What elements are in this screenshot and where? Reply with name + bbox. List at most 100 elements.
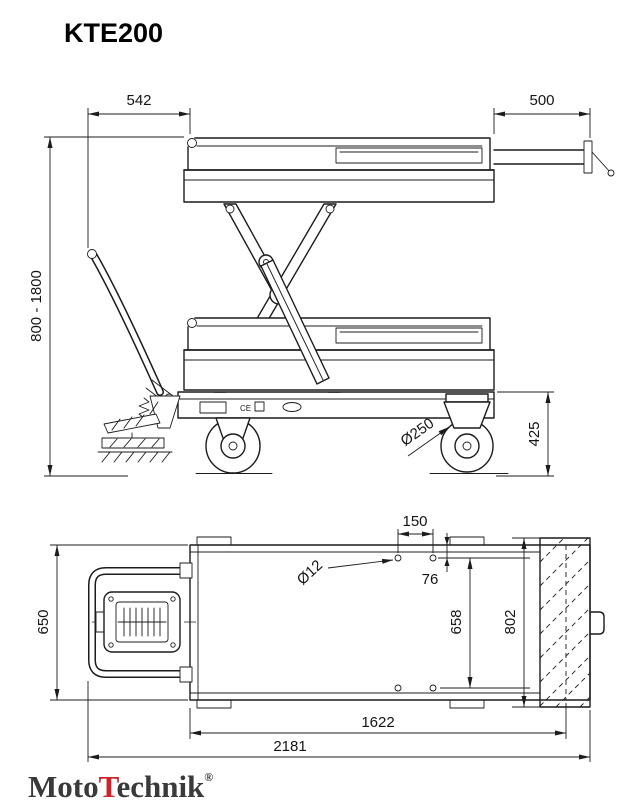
pump-bolt-2 [170,596,176,602]
pedal-grip-hatch [111,414,145,431]
ext-425 [496,391,554,477]
arrow-76-bottom [444,558,450,566]
hole-top-right [429,554,437,562]
wheel-tab-top-right [449,536,485,546]
wheel-tab-top-left [196,536,232,546]
handle-bracket-top [179,562,193,579]
rail-bars [493,149,585,165]
side-view-dimensions: 542 500 800 - 1800 425 Ø250 [28,92,591,477]
rail-pull-rod [591,151,611,173]
leader-hole-diameter [327,558,394,569]
platform-inner-edges [189,544,541,701]
platform-outline [189,536,591,709]
dim-hole-spacing: 150 [402,513,427,530]
hole-top-left [394,554,402,562]
base-badge [254,401,265,412]
pump-spring [138,397,150,419]
platform-raised [183,137,495,203]
platform-body [189,544,591,701]
mounting-holes [394,554,437,692]
dim-overall-width: 802 [502,609,519,634]
arrow-76-top [444,537,450,545]
pedal-rod [149,401,159,415]
raised-tray-lip [187,138,197,148]
roller-hatch [539,537,591,708]
wheel-tab-bottom-left [196,699,232,709]
rail-end-plate [583,140,593,174]
base-label-plate [199,401,227,414]
pump-handle [87,249,174,405]
logo-moto: Moto [28,769,99,804]
base-frame: CE [177,391,495,419]
raised-tray-outline [183,137,495,171]
dim-overall-length: 2181 [273,738,306,755]
dim-handle-width: 650 [35,609,52,634]
dim-inner-width: 658 [448,609,465,634]
extension-pull-handle [589,611,605,635]
ext-2181 [87,681,591,762]
ext-542 [87,108,191,248]
pedal-base-hatch [109,432,160,448]
handle-u-inner [89,568,190,677]
dim-hole-diameter: Ø12 [294,557,326,589]
front-wheel-axle [228,441,238,451]
lowered-tray-outline [183,317,495,351]
pump-bolt-1 [108,596,114,602]
side-view: CE [28,92,615,477]
scissor-top-pivot-right [325,204,335,214]
cylinder-rod [266,263,324,381]
brand-logo: MotoTechnik® [28,769,213,804]
ext-height [44,136,184,477]
logo-echnik: echnik [116,769,205,804]
extension-rail [493,140,615,177]
dim-hole-offset: 76 [422,571,439,588]
dim-platform-length: 1622 [361,714,394,731]
pump-coil [117,607,167,637]
ext-650 [50,544,188,701]
logo-registered-mark: ® [204,770,213,784]
scissor-top-pivot-left [225,204,235,214]
hydraulic-cylinder [258,254,330,385]
handle-tube-inner [91,253,163,395]
handle-grip [87,249,97,259]
ground-hatch [97,451,173,463]
hole-bottom-left [394,684,402,692]
pedal-base-plate [101,437,165,449]
rail-rod-knob [607,169,615,177]
handle-bracket-bottom [179,666,193,683]
raised-sliding-cover [335,147,483,164]
ext-150 [397,529,434,553]
raised-body [183,169,495,203]
lowered-tray-lip [187,318,197,328]
logo-t-accent: T [99,769,120,804]
platform-lowered [183,317,495,392]
roller-section [539,537,591,708]
pump-unit-top-view [92,591,200,653]
ext-802 [512,537,542,708]
page-title: KTE200 [64,18,163,48]
dim-extension: 500 [529,92,554,109]
base-logo-oval [282,402,302,412]
lowered-sliding-cover [335,327,483,344]
base-frame-body [177,391,495,419]
front-wheel [205,417,261,474]
rear-wheel-axle [462,441,472,451]
dim-overhang: 542 [126,92,151,109]
foot-pedal [97,395,181,463]
logo-text: MotoTechnik® [28,769,213,804]
caster-mount-plate [445,393,489,403]
leader-wheel-diameter [407,426,450,457]
top-view: 650 658 802 150 76 Ø12 1622 2181 [35,513,605,762]
rear-caster [440,393,494,473]
ce-mark: CE [240,404,251,413]
hole-bottom-right [429,684,437,692]
wheel-tab-bottom-right [449,699,485,709]
dim-wheel-diameter: Ø250 [398,415,438,450]
pump-bolt-4 [170,642,176,648]
ext-500 [493,108,591,138]
dim-height-range: 800 - 1800 [28,270,45,342]
lowered-body [183,349,495,391]
pump-bolt-3 [108,642,114,648]
